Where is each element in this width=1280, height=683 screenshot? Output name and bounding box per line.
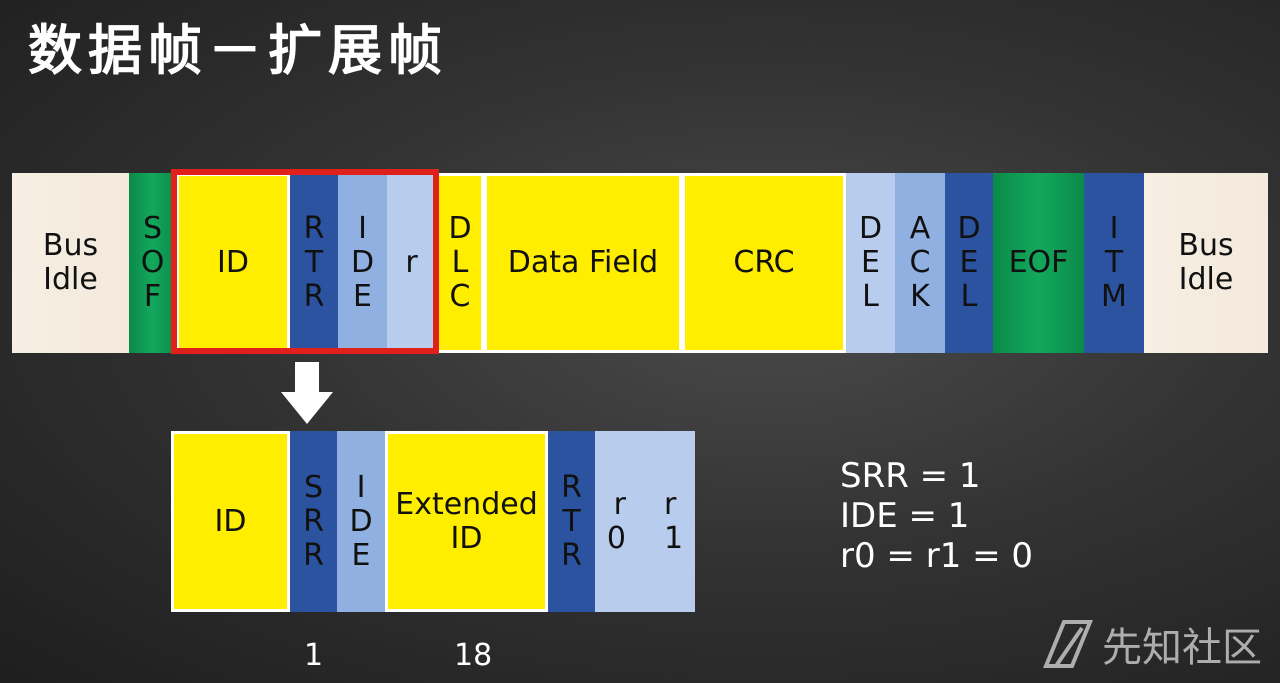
equation-r0-r1: r0 = r1 = 0 (840, 536, 1034, 576)
ext-id-bit-count: 18 (454, 638, 493, 673)
data-field: Data Field (484, 173, 682, 353)
equation-ide: IDE = 1 (840, 496, 970, 536)
ack-del-field: D E L (945, 173, 993, 353)
r0-r1-field: r r 0 1 (595, 431, 695, 612)
page-title: 数据帧－扩展帧 (28, 19, 448, 82)
srr-bit-count: 1 (304, 638, 324, 673)
extended-id-field: Extended ID (385, 431, 548, 612)
down-arrow-icon (281, 362, 333, 424)
srr-field: S R R (290, 431, 337, 612)
r-field: r (387, 173, 436, 353)
ide-field: I D E (338, 173, 387, 353)
ack-field: A C K (895, 173, 945, 353)
eof-field: EOF (993, 173, 1084, 353)
rtr-field: R T R (290, 173, 338, 353)
ext-id-base-field: ID (171, 431, 290, 612)
itm-field: I T M (1084, 173, 1144, 353)
equations: SRR = 1 IDE = 1 r0 = r1 = 0 (840, 456, 1033, 576)
bus-idle-start: Bus Idle (12, 173, 129, 353)
sof-field: S O F (129, 173, 176, 353)
ext-rtr-field: R T R (548, 431, 595, 612)
watermark-text: 先知社区 (1102, 625, 1262, 671)
highlight-box (171, 169, 439, 354)
watermark: 先知社区 (1042, 615, 1262, 673)
ext-ide-field: I D E (337, 431, 385, 612)
dlc-field: D L C (436, 173, 484, 353)
bus-idle-end: Bus Idle (1144, 173, 1268, 353)
crc-del-field: D E L (846, 173, 895, 353)
watermark-logo-icon (1043, 620, 1093, 668)
crc-field: CRC (682, 173, 846, 353)
equation-srr: SRR = 1 (840, 456, 981, 496)
